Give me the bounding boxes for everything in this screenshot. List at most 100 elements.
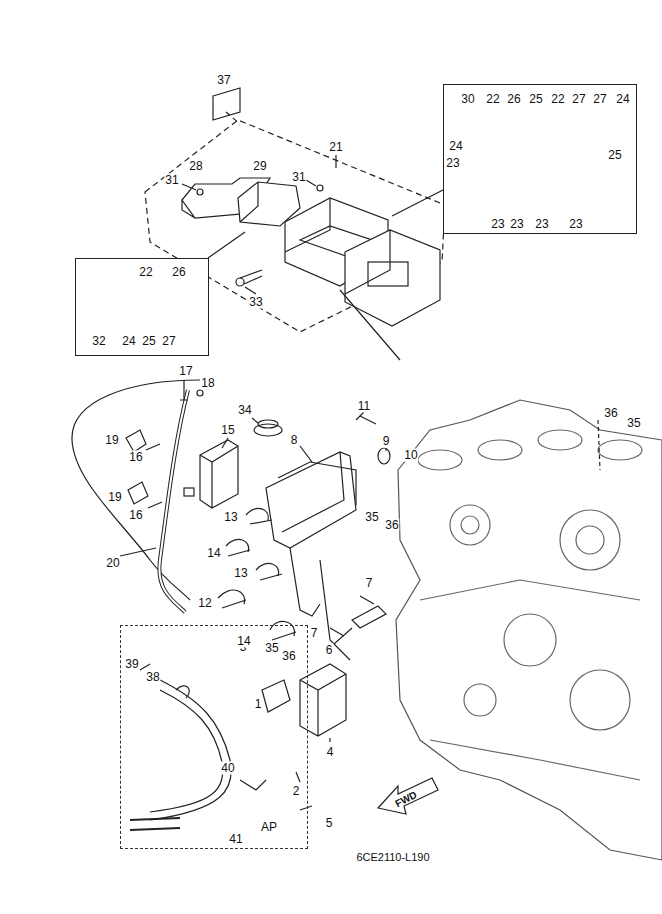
callout-number: 14 <box>206 547 221 560</box>
callout-number: 38 <box>145 671 160 684</box>
wire-harness <box>159 390 188 612</box>
callout-number: 7 <box>365 577 374 590</box>
clamp <box>226 539 250 556</box>
callout-number: 36 <box>603 407 618 420</box>
label-tag <box>213 88 240 120</box>
leader-line <box>598 420 600 470</box>
callout-number: 11 <box>357 400 371 413</box>
callout-number: 8 <box>290 434 299 447</box>
sensor <box>126 430 146 452</box>
leader-line <box>252 418 258 423</box>
callout-number: 4 <box>326 746 335 759</box>
callout-number: 34 <box>237 404 252 417</box>
leader-line <box>329 738 330 742</box>
diagram-code: 6CE2110-L190 <box>355 851 430 864</box>
terminal <box>140 664 189 698</box>
bracket <box>266 452 356 548</box>
engine-detail <box>418 430 642 780</box>
callout-number: 37 <box>216 74 231 87</box>
screw <box>236 278 244 286</box>
bracket-arm <box>290 548 350 660</box>
callout-number: 32 <box>91 335 106 348</box>
callout-number: 25 <box>528 93 543 106</box>
callout-number: 10 <box>403 449 418 462</box>
bolt <box>240 780 266 790</box>
callout-number: 22 <box>550 93 565 106</box>
callout-number: AP <box>260 821 278 834</box>
callout-number: 16 <box>128 451 143 464</box>
inset-box: 393833536140241AP <box>120 625 308 849</box>
callout-number: 21 <box>328 141 343 154</box>
bolt <box>180 380 188 400</box>
leader-line <box>120 548 156 556</box>
bolt <box>146 444 162 508</box>
callout-number: 25 <box>141 335 156 348</box>
bracket <box>278 462 356 505</box>
callout-number: 1 <box>254 698 263 711</box>
callout-number: 36 <box>281 650 296 663</box>
leader-line <box>300 446 312 462</box>
fwd-arrow <box>378 778 438 814</box>
callout-number: 29 <box>252 160 267 173</box>
callout-number: 26 <box>171 266 186 279</box>
callout-number: 23 <box>509 218 524 231</box>
grommet <box>378 448 390 464</box>
leader-line <box>245 287 256 294</box>
inset-pointer <box>208 232 245 258</box>
terminal-block <box>300 664 346 736</box>
callout-number: 23 <box>568 218 583 231</box>
bolt <box>356 412 376 424</box>
callout-number: 24 <box>448 140 463 153</box>
callout-number: 27 <box>592 93 607 106</box>
callout-number: 18 <box>200 377 215 390</box>
callout-number: 19 <box>104 434 119 447</box>
callout-number: 13 <box>223 511 238 524</box>
callout-number: 28 <box>188 160 203 173</box>
callout-number: 19 <box>107 491 122 504</box>
callout-number: 30 <box>460 93 475 106</box>
clamp <box>256 563 282 580</box>
callout-number: 13 <box>233 567 248 580</box>
engine-block <box>396 400 662 860</box>
leader-line <box>222 438 228 448</box>
spacer <box>360 826 440 846</box>
callout-number: 12 <box>197 597 212 610</box>
inset-pointer <box>392 190 443 216</box>
callout-number: 2 <box>292 785 301 798</box>
callout-number: 26 <box>506 93 521 106</box>
callout-number: 9 <box>382 435 391 448</box>
callout-number: 5 <box>325 817 334 830</box>
fuse-holder <box>262 680 290 712</box>
callout-number: 35 <box>364 511 379 524</box>
callout-number: 25 <box>607 149 622 162</box>
inset-box: 302226252227272424252323232323 <box>443 84 637 234</box>
inset-box: 222632242527 <box>75 258 209 356</box>
callout-number: 31 <box>291 171 306 184</box>
callout-number: 20 <box>105 557 120 570</box>
screw <box>240 270 262 284</box>
leader-line <box>306 180 316 186</box>
grommet <box>258 420 278 428</box>
callout-number: 6 <box>325 644 334 657</box>
callout-number: 14 <box>236 635 251 648</box>
clamp <box>246 509 272 524</box>
callout-number: 24 <box>615 93 630 106</box>
leader-line <box>340 290 400 360</box>
sensor <box>128 482 148 504</box>
callout-number: 41 <box>228 833 243 846</box>
ecu-detail <box>368 262 408 286</box>
callout-number: 22 <box>485 93 500 106</box>
battery-cable <box>150 680 231 820</box>
fuse <box>184 488 194 496</box>
callout-number: 39 <box>124 658 139 671</box>
callout-number: 31 <box>164 174 179 187</box>
relay-block <box>200 440 238 508</box>
callout-number: 23 <box>534 218 549 231</box>
callout-number: 23 <box>490 218 505 231</box>
callout-number: 7 <box>310 627 319 640</box>
callout-number: 35 <box>626 417 641 430</box>
callout-number: 22 <box>138 266 153 279</box>
leader-line <box>385 448 386 451</box>
leader-line <box>182 184 196 190</box>
wire-harness <box>159 390 188 612</box>
